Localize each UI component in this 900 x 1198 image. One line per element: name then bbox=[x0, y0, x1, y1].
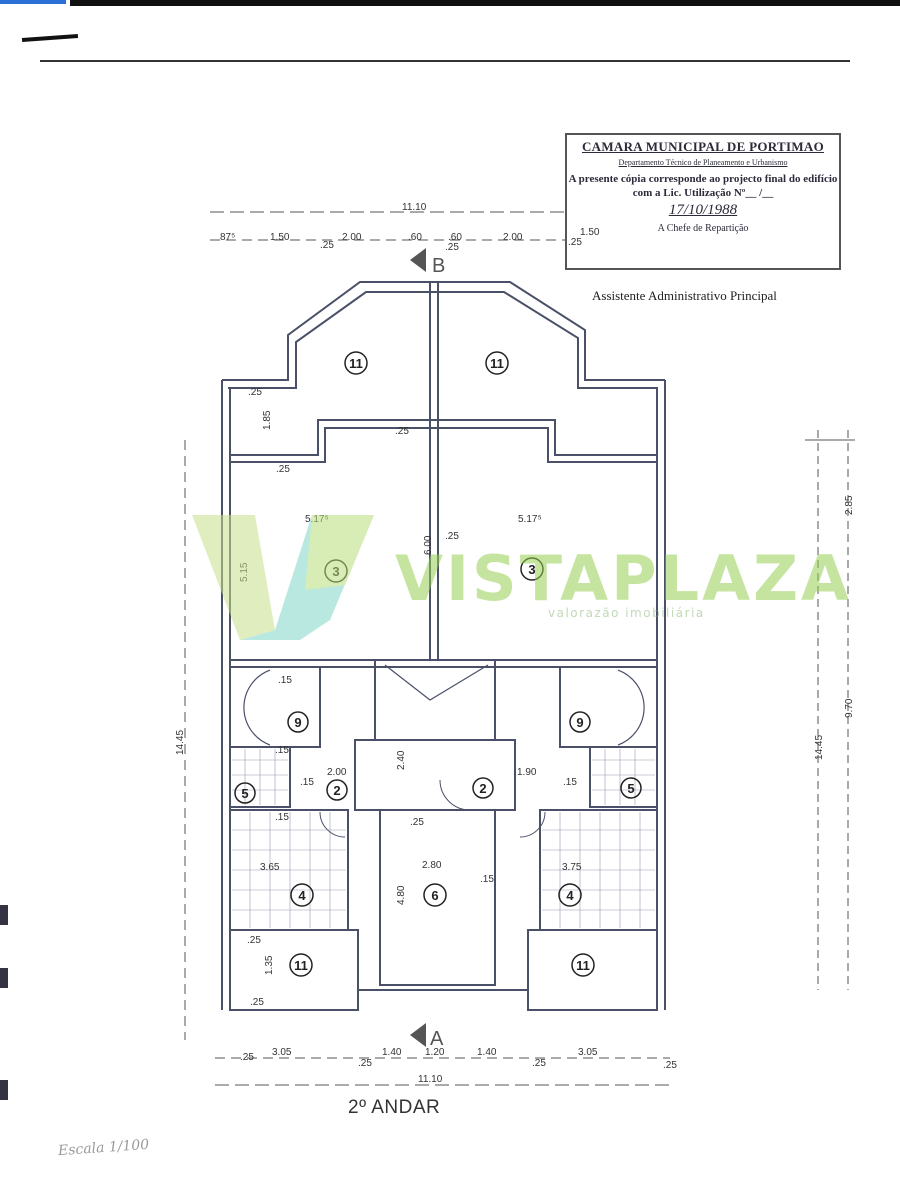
top-left-badge bbox=[0, 0, 66, 4]
dim-left-small: 1.85 bbox=[262, 410, 273, 430]
dim-wall: .15 bbox=[480, 874, 494, 885]
stamp-date: 17/10/1988 bbox=[668, 202, 738, 218]
dim-top: 87⁵ bbox=[220, 232, 235, 243]
dim-wall: .25 bbox=[395, 426, 409, 437]
stamp-title: CAMARA MUNICIPAL DE PORTIMAO bbox=[581, 139, 825, 154]
room-label: 2 bbox=[333, 783, 340, 798]
dim-wall: .25 bbox=[410, 817, 424, 828]
dim-kitchen-right: 3.75 bbox=[562, 862, 582, 873]
section-marker-b: B bbox=[432, 255, 445, 277]
dim-bottom: .25 bbox=[240, 1052, 254, 1063]
dim-top: .60 bbox=[408, 232, 422, 243]
dim-right-upper: 2.85 bbox=[844, 495, 855, 515]
stamp-assistant-title: Assistente Administrativo Principal bbox=[592, 288, 777, 303]
dim-top: 1.50 bbox=[270, 232, 290, 243]
dim-top: 1.50 bbox=[580, 227, 600, 238]
dim-hall-right: 1.90 bbox=[517, 767, 537, 778]
room-label: 5 bbox=[627, 781, 634, 796]
room-label: 11 bbox=[576, 958, 590, 973]
section-marker-a: A bbox=[430, 1028, 444, 1050]
stamp-signer: A Chefe de Repartição bbox=[657, 223, 749, 234]
dim-right-total: 14.45 bbox=[814, 735, 825, 760]
dim-wall: .15 bbox=[278, 675, 292, 686]
dim-bottom: 1.40 bbox=[477, 1047, 497, 1058]
room-label: 11 bbox=[490, 356, 504, 371]
scan-rule-line bbox=[40, 60, 850, 62]
watermark-logo-icon bbox=[192, 515, 374, 640]
room-label: 4 bbox=[298, 888, 306, 903]
dim-kitchen-left: 3.65 bbox=[260, 862, 280, 873]
dim-bottom: 3.05 bbox=[578, 1047, 598, 1058]
room-label: 2 bbox=[479, 781, 486, 796]
watermark-brand: VISTAPLAZA bbox=[395, 542, 853, 615]
dim-wall: .25 bbox=[248, 387, 262, 398]
dim-wall: .15 bbox=[275, 745, 289, 756]
side-thumbnail bbox=[0, 905, 8, 925]
room-label: 4 bbox=[566, 888, 574, 903]
dim-bottom-total: 11.10 bbox=[418, 1074, 443, 1085]
dim-living-depth-center: 6.00 bbox=[423, 535, 434, 555]
room-label: 6 bbox=[431, 888, 438, 903]
watermark-tagline: valorazão imobiliária bbox=[548, 606, 705, 620]
dim-top: .25 bbox=[445, 242, 459, 253]
side-thumbnail bbox=[0, 968, 8, 988]
dim-hall-left: 2.00 bbox=[327, 767, 347, 778]
room-label: 5 bbox=[241, 786, 248, 801]
dim-wall: .15 bbox=[300, 777, 314, 788]
dim-top: 2.00 bbox=[342, 232, 362, 243]
dim-wall: .25 bbox=[445, 531, 459, 542]
dim-balcony-depth: 1.35 bbox=[264, 955, 275, 975]
room-label: 9 bbox=[576, 715, 583, 730]
dim-wall: .15 bbox=[563, 777, 577, 788]
dim-bottom: 1.40 bbox=[382, 1047, 402, 1058]
side-thumbnail bbox=[0, 1080, 8, 1100]
dim-bottom: 3.05 bbox=[272, 1047, 292, 1058]
floor-title: 2º ANDAR bbox=[348, 1097, 441, 1118]
room-label: 11 bbox=[294, 958, 308, 973]
dim-bottom: 1.20 bbox=[425, 1047, 445, 1058]
municipal-stamp: CAMARA MUNICIPAL DE PORTIMAO Departament… bbox=[565, 133, 841, 270]
dim-wall: .25 bbox=[276, 464, 290, 475]
dim-top: .60 bbox=[448, 232, 462, 243]
dim-wall: .25 bbox=[247, 935, 261, 946]
dim-top: 2.00 bbox=[503, 232, 523, 243]
dim-bottom: .25 bbox=[358, 1058, 372, 1069]
dim-wall: .15 bbox=[275, 812, 289, 823]
room-label: 3 bbox=[528, 562, 535, 577]
dim-left-total: 14.45 bbox=[175, 730, 186, 755]
dim-top: .25 bbox=[568, 237, 582, 248]
dim-lobby-width: 2.80 bbox=[422, 860, 442, 871]
dim-bottom: .25 bbox=[532, 1058, 546, 1069]
dim-bottom: .25 bbox=[663, 1060, 677, 1071]
room-label: 9 bbox=[294, 715, 301, 730]
dim-living-right: 5.17⁵ bbox=[518, 514, 542, 525]
room-label: 11 bbox=[349, 356, 363, 371]
dim-lobby-depth: 4.80 bbox=[396, 885, 407, 905]
dim-stair-depth: 2.40 bbox=[396, 750, 407, 770]
dim-wall: .25 bbox=[250, 997, 264, 1008]
stamp-department: Departamento Técnico de Planeamento e Ur… bbox=[618, 158, 788, 167]
stamp-statement: A presente cópia corresponde ao projecto… bbox=[568, 173, 838, 199]
dim-right-lower: 9.70 bbox=[844, 698, 855, 718]
dim-top: .25 bbox=[320, 240, 334, 251]
dim-top-total: 11.10 bbox=[402, 202, 427, 213]
scan-top-edge bbox=[70, 0, 900, 6]
